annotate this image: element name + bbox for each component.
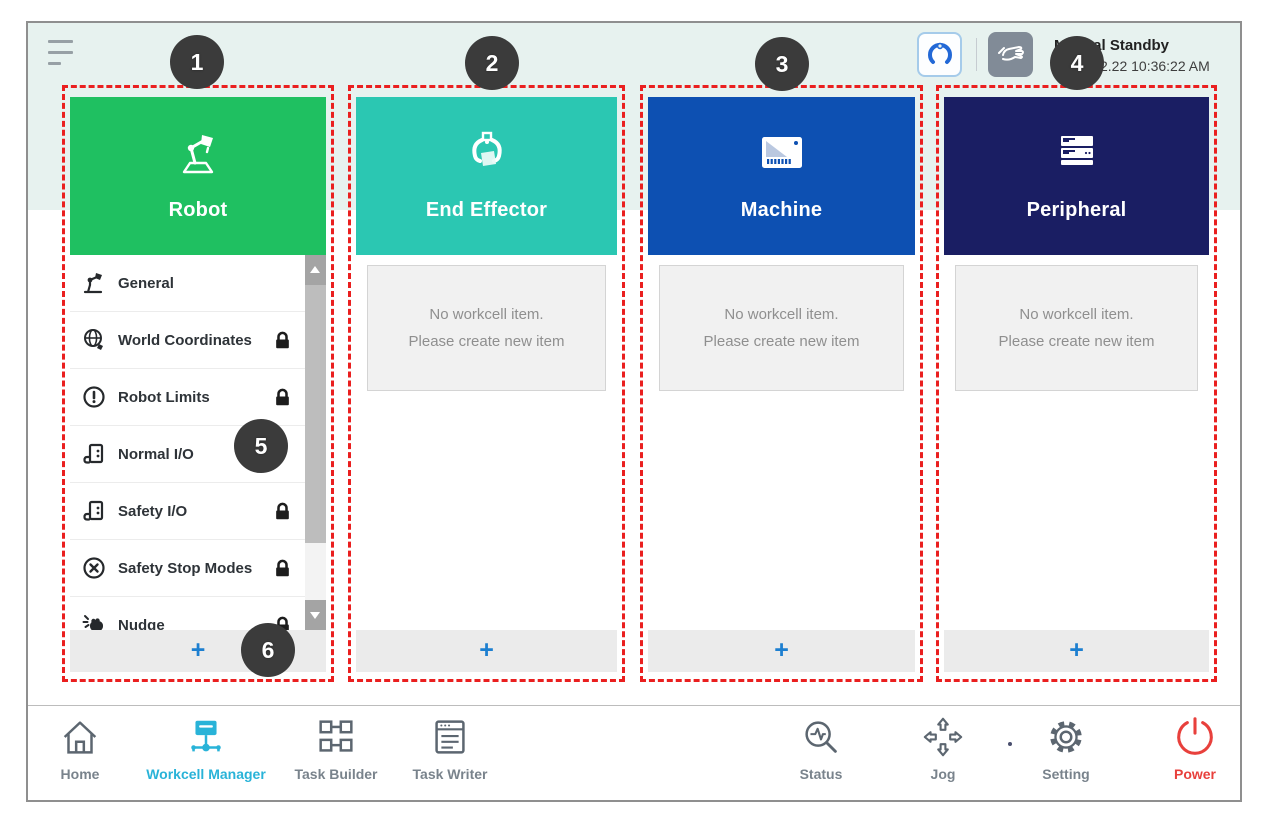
header-divider (976, 38, 977, 71)
list-item-label: General (118, 274, 174, 292)
machine-column-title: Machine (740, 199, 823, 221)
list-item-label: Safety I/O (118, 502, 188, 520)
nav-home[interactable]: Home (5, 710, 155, 782)
empty-state-line2: Please create new item (703, 333, 860, 350)
robot-item-list: General World Coordinates (70, 255, 305, 630)
setting-icon (991, 710, 1141, 760)
home-icon (5, 710, 155, 760)
world-coordinates-icon (79, 327, 109, 353)
end-effector-column-header[interactable]: End Effector (356, 97, 617, 255)
scroll-up-button[interactable] (305, 255, 326, 285)
robot-column-header[interactable]: Robot (70, 97, 326, 255)
nav-separator-dot (1008, 742, 1012, 746)
nudge-hand-icon (79, 612, 109, 630)
task-builder-icon (261, 710, 411, 760)
nav-label: Workcell Manager (146, 766, 266, 782)
nav-divider (28, 705, 1240, 706)
nav-power[interactable]: Power (1120, 710, 1270, 782)
nav-label: Jog (930, 766, 956, 782)
list-item-safety-stop-modes[interactable]: Safety Stop Modes (70, 540, 305, 597)
server-stack-icon (1049, 123, 1105, 185)
robot-column: Robot General (70, 97, 326, 672)
annotation-badge-5: 5 (234, 419, 288, 473)
nav-task-builder[interactable]: Task Builder (261, 710, 411, 782)
robot-state-icon (927, 42, 952, 64)
annotation-badge-1: 1 (170, 35, 224, 89)
peripheral-column-title: Peripheral (1026, 199, 1127, 221)
list-item-label: World Coordinates (118, 331, 252, 349)
empty-state-box: No workcell item. Please create new item (659, 265, 904, 391)
machine-column-header[interactable]: Machine (648, 97, 915, 255)
nav-jog[interactable]: Jog (868, 710, 1018, 782)
power-icon (1120, 710, 1270, 760)
scrollbar-thumb[interactable] (305, 285, 326, 543)
nav-task-writer[interactable]: Task Writer (375, 710, 525, 782)
manual-mode-button[interactable] (988, 32, 1033, 77)
add-peripheral-item-button[interactable]: + (944, 630, 1209, 672)
add-machine-item-button[interactable]: + (648, 630, 915, 672)
scroll-down-button[interactable] (305, 600, 326, 630)
annotation-badge-2: 2 (465, 36, 519, 90)
list-item-label: Normal I/O (118, 445, 194, 463)
lock-icon (273, 559, 292, 578)
status-icon (746, 710, 896, 760)
annotation-badge-4: 4 (1050, 36, 1104, 90)
io-board-icon (79, 498, 109, 524)
lock-icon (273, 388, 292, 407)
end-effector-column: End Effector No workcell item. Please cr… (356, 97, 617, 672)
empty-state-box: No workcell item. Please create new item (367, 265, 606, 391)
nav-label: Power (1173, 766, 1216, 782)
empty-state-box: No workcell item. Please create new item (955, 265, 1198, 391)
nav-status[interactable]: Status (746, 710, 896, 782)
peripheral-column: Peripheral No workcell item. Please crea… (944, 97, 1209, 672)
list-item-label: Safety Stop Modes (118, 559, 253, 577)
nav-workcell-manager[interactable]: Workcell Manager (131, 710, 281, 782)
add-end-effector-item-button[interactable]: + (356, 630, 617, 672)
list-item-robot-limits[interactable]: Robot Limits (70, 369, 305, 426)
nav-label: Status (799, 766, 843, 782)
empty-state-line1: No workcell item. (724, 306, 839, 323)
empty-state-line1: No workcell item. (429, 306, 544, 323)
empty-state-line2: Please create new item (998, 333, 1155, 350)
robot-column-title: Robot (168, 199, 228, 221)
list-scrollbar (305, 255, 326, 630)
lock-icon (273, 502, 292, 521)
robot-state-button[interactable] (917, 32, 962, 77)
jog-icon (868, 710, 1018, 760)
list-item-safety-io[interactable]: Safety I/O (70, 483, 305, 540)
nav-label: Task Writer (412, 766, 488, 782)
list-item-world-coordinates[interactable]: World Coordinates (70, 312, 305, 369)
scroll-down-icon (310, 612, 320, 619)
list-item-label: Nudge (118, 616, 165, 631)
task-writer-icon (375, 710, 525, 760)
manual-hand-icon (997, 45, 1024, 61)
lock-icon (273, 331, 292, 350)
machine-column: Machine No workcell item. Please create … (648, 97, 915, 672)
io-board-icon (79, 441, 109, 467)
peripheral-column-header[interactable]: Peripheral (944, 97, 1209, 255)
list-item-general[interactable]: General (70, 255, 305, 312)
stop-modes-icon (79, 555, 109, 581)
annotation-badge-6: 6 (241, 623, 295, 677)
empty-state-line2: Please create new item (408, 333, 565, 350)
list-item-label: Robot Limits (118, 388, 210, 406)
workcell-manager-icon (131, 710, 281, 760)
nav-label: Home (60, 766, 100, 782)
annotation-badge-3: 3 (755, 37, 809, 91)
machine-icon (754, 123, 810, 185)
gripper-icon (459, 123, 515, 185)
robot-limits-icon (79, 384, 109, 410)
robot-general-icon (79, 270, 109, 296)
nav-label: Task Builder (294, 766, 378, 782)
robot-arm-icon (170, 123, 226, 185)
end-effector-column-title: End Effector (425, 199, 548, 221)
nav-setting[interactable]: Setting (991, 710, 1141, 782)
scroll-up-icon (310, 266, 320, 273)
nav-label: Setting (1042, 766, 1090, 782)
empty-state-line1: No workcell item. (1019, 306, 1134, 323)
status-timestamp: 2.22 10:36:22 AM (1100, 58, 1210, 74)
hamburger-menu-icon[interactable] (48, 40, 74, 68)
